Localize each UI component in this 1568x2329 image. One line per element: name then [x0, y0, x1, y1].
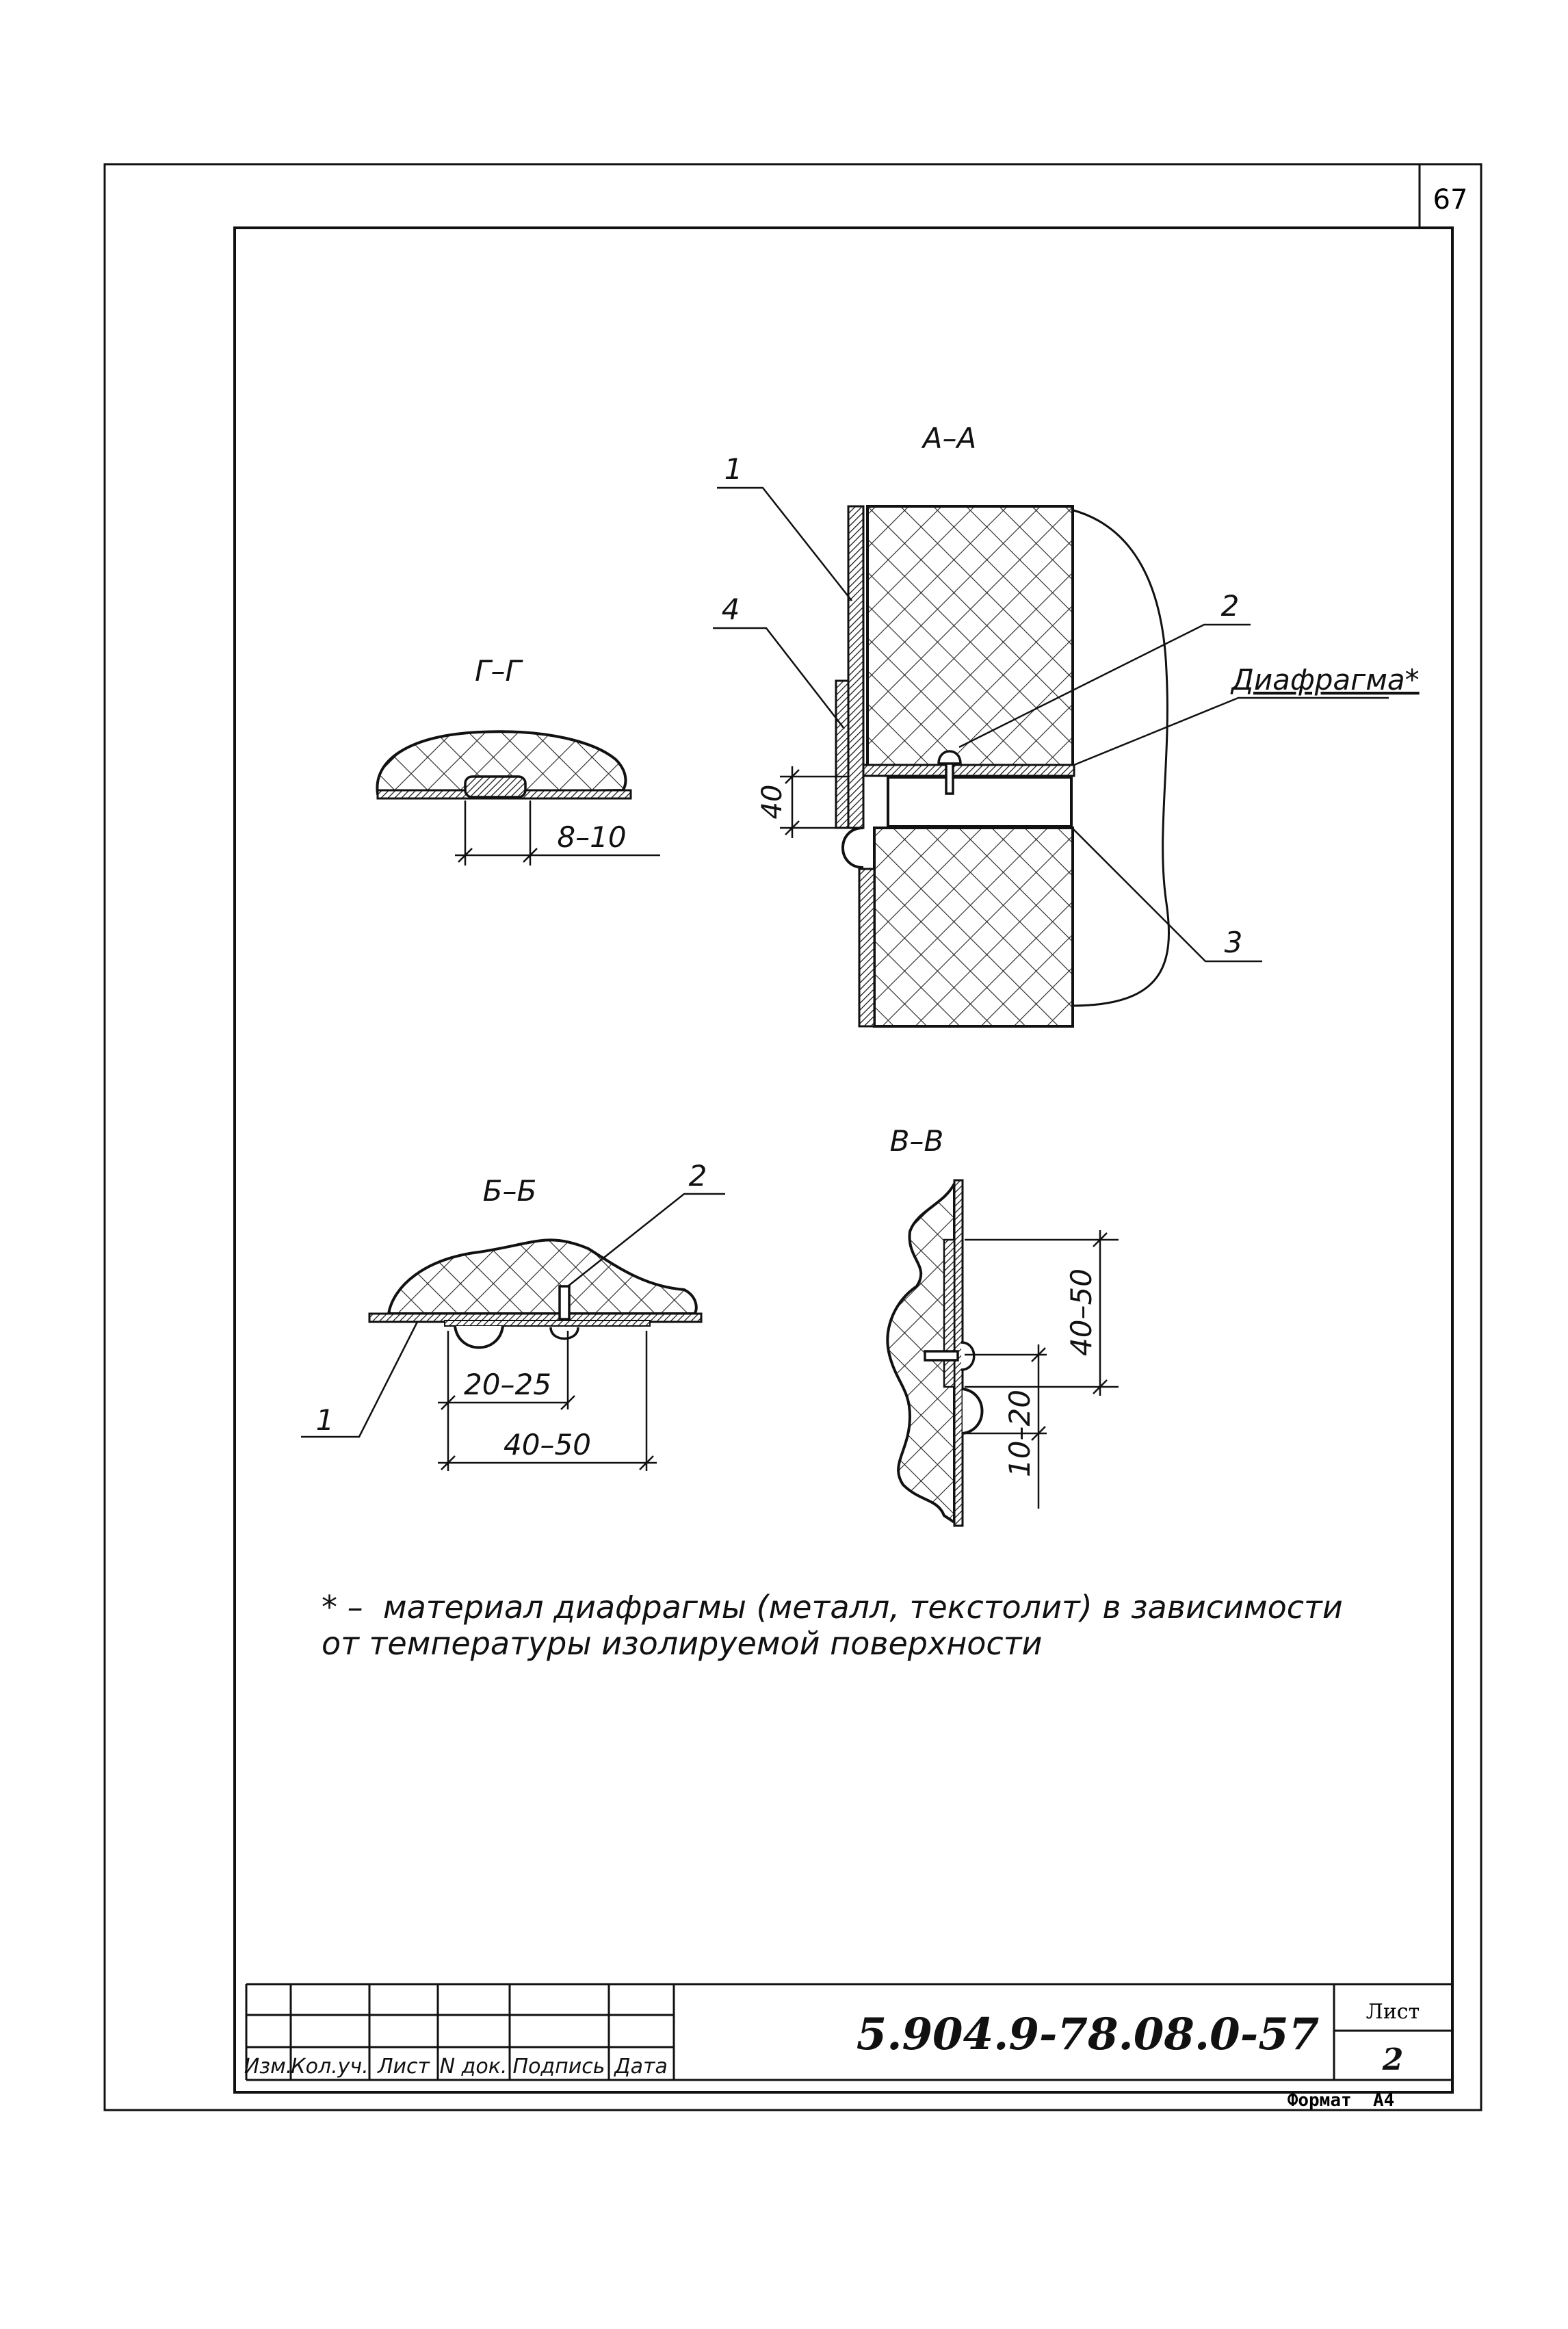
aa-callout-3: 3 [1225, 926, 1243, 959]
aa-overlap-strip [835, 679, 850, 829]
bb-dim-large: 40–50 [504, 1428, 591, 1461]
format-label: Формат А4 [1288, 2090, 1395, 2111]
aa-rivet [937, 750, 962, 795]
section-vv-title: В–В [890, 1124, 944, 1158]
tb-header-podpis: Подпись [513, 2055, 605, 2079]
sheet-number: 2 [1382, 2042, 1404, 2077]
vv-dim-large: 40–50 [1064, 1268, 1098, 1356]
section-aa-title: А–А [921, 421, 976, 455]
aa-cladding-upper [847, 505, 865, 829]
aa-diaphragm-plate [859, 764, 1075, 777]
aa-insulation-lower [873, 827, 1074, 1028]
bb-callout-2: 2 [689, 1159, 707, 1193]
title-block: Изм. Кол.уч. Лист N док. Подпись Дата 5.… [244, 1983, 1452, 2081]
aa-seam-bead [841, 827, 864, 869]
aa-break-line [1071, 508, 1171, 1007]
note-line-2: от температуры изолируемой поверхности [322, 1625, 1042, 1662]
tb-header-data: Дата [613, 2055, 668, 2079]
bb-callout-1: 1 [316, 1403, 335, 1437]
section-gg: Г–Г 8–10 [376, 654, 660, 866]
section-aa: А–А 1 4 2 Диафрагма* 3 [713, 421, 1420, 1028]
aa-callout-2: 2 [1221, 589, 1240, 623]
bb-overlap [444, 1320, 651, 1327]
bb-bead [454, 1325, 504, 1349]
aa-dim-40: 40 [757, 785, 788, 820]
note-line-1: * – материал диафрагмы (металл, текстоли… [322, 1589, 1343, 1626]
aa-callout-1: 1 [724, 452, 743, 486]
doc-code: 5.904.9-78.08.0-57 [857, 2009, 1320, 2060]
aa-callout-4: 4 [722, 593, 740, 626]
section-bb-title: Б–Б [483, 1174, 537, 1208]
tb-header-kol-uch: Кол.уч. [291, 2055, 368, 2079]
tb-header-n-dok: N док. [440, 2055, 508, 2079]
aa-spacer-3 [887, 776, 1073, 828]
aa-insulation-upper [866, 505, 1074, 775]
vv-insulation [886, 1183, 956, 1525]
sheet-label: Лист [1366, 2000, 1420, 2024]
aa-diaphragm-label: Диафрагма* [1230, 663, 1420, 697]
vv-bead [962, 1388, 984, 1435]
bb-rivet [549, 1285, 579, 1340]
section-vv: В–В 40–50 10–20 [886, 1124, 1119, 1527]
vv-rivet [924, 1341, 976, 1371]
gg-insulation [376, 730, 627, 796]
aa-cladding-lower [858, 868, 876, 1028]
section-bb: Б–Б 2 1 20–25 40–50 [301, 1159, 725, 1471]
bb-dim-small: 20–25 [464, 1368, 551, 1401]
page-number: 67 [1433, 184, 1468, 216]
gg-dim: 8–10 [557, 820, 626, 854]
tb-header-list: Лист [377, 2055, 431, 2079]
vv-overlap [943, 1238, 956, 1388]
outer-frame [103, 163, 1482, 2111]
vv-dim-small: 10–20 [1003, 1390, 1036, 1477]
tb-header-izm: Изм. [244, 2055, 293, 2079]
section-gg-title: Г–Г [475, 654, 523, 688]
bb-insulation [387, 1238, 698, 1315]
gg-overlap [464, 775, 527, 798]
